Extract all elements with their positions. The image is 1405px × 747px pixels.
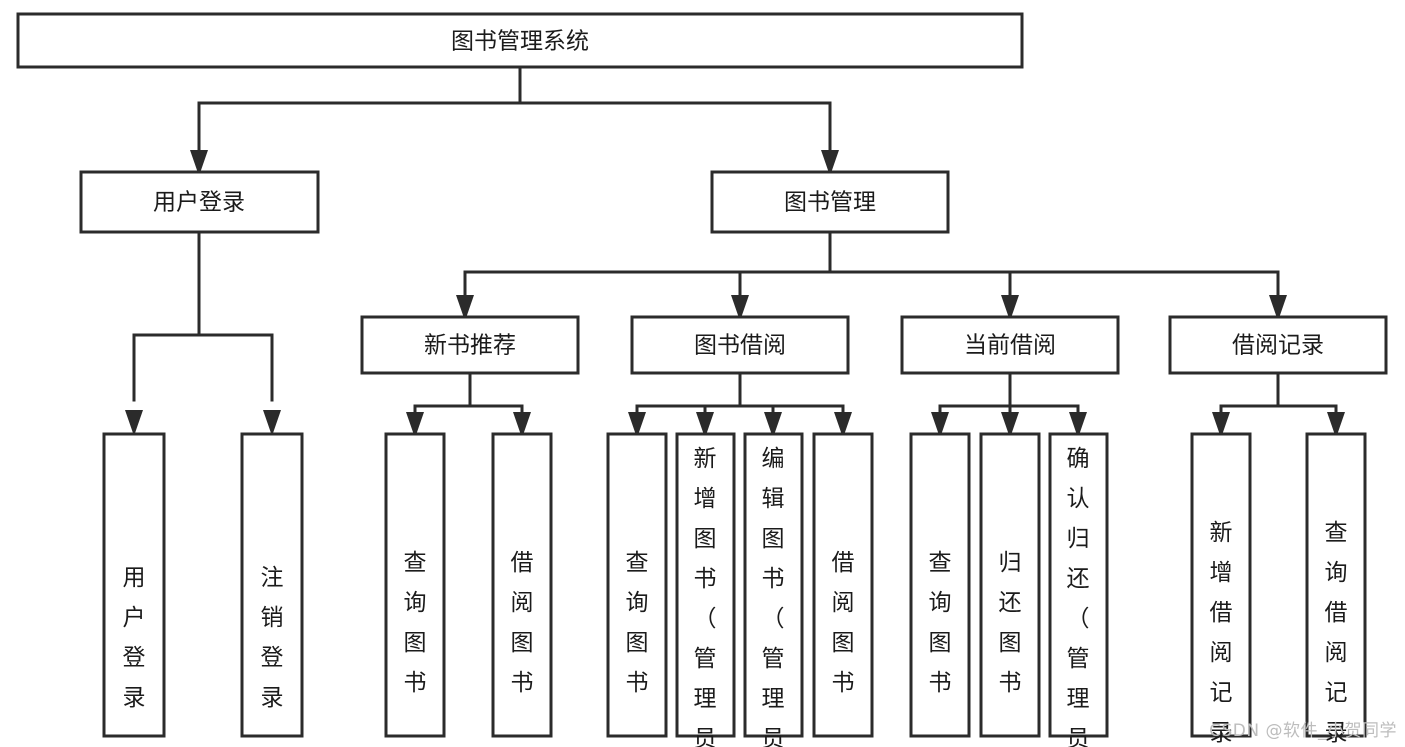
- node-root[interactable]: 图书管理系统: [16, 12, 1024, 69]
- leaf-borrow-book-2[interactable]: 借阅图书: [812, 432, 874, 738]
- leaf-query-book-2-box[interactable]: [606, 432, 668, 738]
- leaf-borrow-book-1[interactable]: 借阅图书: [491, 432, 553, 738]
- leaf-user-login-label: 用户登录: [123, 565, 146, 711]
- node-book-borrow-label: 图书借阅: [694, 333, 786, 359]
- node-book-management-label: 图书管理: [784, 190, 876, 216]
- node-borrow-record-box[interactable]: [1168, 315, 1388, 375]
- node-user-login-label: 用户登录: [153, 190, 245, 216]
- node-book-borrow-box[interactable]: [630, 315, 850, 375]
- leaf-query-borrow-record-label: 查询借阅记录: [1325, 520, 1348, 746]
- connector-layer: [125, 65, 1345, 438]
- leaf-return-book-label: 归还图书: [999, 550, 1022, 696]
- leaf-return-book-box[interactable]: [979, 432, 1041, 738]
- node-new-book-recommend-box[interactable]: [360, 315, 580, 375]
- arrow-user-login-leaf-2: [263, 410, 281, 436]
- leaf-borrow-book-2-label: 借阅图书: [832, 550, 855, 696]
- leaf-add-borrow-record[interactable]: 新增借阅记录: [1190, 432, 1252, 746]
- leaf-user-login[interactable]: 用户登录: [102, 432, 166, 738]
- node-new-book-recommend[interactable]: 新书推荐: [360, 315, 580, 375]
- leaf-query-book-2-label: 查询图书: [626, 550, 649, 696]
- leaf-logout-label: 注销登录: [261, 565, 284, 711]
- leaf-return-book[interactable]: 归还图书: [979, 432, 1041, 738]
- node-book-management-box[interactable]: [710, 170, 950, 234]
- node-user-login[interactable]: 用户登录: [79, 170, 320, 234]
- node-root-label: 图书管理系统: [451, 29, 589, 55]
- node-book-management[interactable]: 图书管理: [710, 170, 950, 234]
- leaf-edit-book-admin[interactable]: 编辑图书（管理员）: [743, 432, 804, 747]
- leaf-logout-box[interactable]: [240, 432, 304, 738]
- node-book-borrow[interactable]: 图书借阅: [630, 315, 850, 375]
- node-current-borrow-box[interactable]: [900, 315, 1120, 375]
- node-user-login-box[interactable]: [79, 170, 320, 234]
- leaf-confirm-return-admin-box[interactable]: [1048, 432, 1109, 738]
- leaf-edit-book-admin-label: 编辑图书（管理员）: [762, 446, 785, 747]
- leaf-query-book-3[interactable]: 查询图书: [909, 432, 971, 738]
- leaf-query-book-2[interactable]: 查询图书: [606, 432, 668, 738]
- leaf-add-book-admin-box[interactable]: [675, 432, 736, 738]
- leaf-add-book-admin[interactable]: 新增图书（管理员）: [675, 432, 736, 747]
- arrow-user-login-leaf-1: [125, 410, 143, 436]
- leaf-borrow-book-2-box[interactable]: [812, 432, 874, 738]
- leaf-query-borrow-record-box[interactable]: [1305, 432, 1367, 738]
- leaf-query-book-3-label: 查询图书: [929, 550, 952, 696]
- node-new-book-recommend-label: 新书推荐: [424, 333, 516, 359]
- leaf-add-borrow-record-label: 新增借阅记录: [1210, 520, 1233, 746]
- leaf-logout[interactable]: 注销登录: [240, 432, 304, 738]
- leaf-add-borrow-record-box[interactable]: [1190, 432, 1252, 738]
- leaf-borrow-book-1-box[interactable]: [491, 432, 553, 738]
- node-borrow-record-label: 借阅记录: [1232, 333, 1324, 359]
- node-borrow-record[interactable]: 借阅记录: [1168, 315, 1388, 375]
- leaf-query-book-3-box[interactable]: [909, 432, 971, 738]
- leaf-query-book-1[interactable]: 查询图书: [384, 432, 446, 738]
- node-current-borrow[interactable]: 当前借阅: [900, 315, 1120, 375]
- leaf-query-book-1-box[interactable]: [384, 432, 446, 738]
- leaf-edit-book-admin-box[interactable]: [743, 432, 804, 738]
- leaf-add-book-admin-label: 新增图书（管理员）: [694, 446, 717, 747]
- leaf-borrow-book-1-label: 借阅图书: [511, 550, 534, 696]
- leaf-confirm-return-admin-label: 确认归还（管理员）: [1067, 446, 1090, 747]
- node-root-box[interactable]: [16, 12, 1024, 69]
- leaf-query-borrow-record[interactable]: 查询借阅记录: [1305, 432, 1367, 746]
- node-current-borrow-label: 当前借阅: [964, 333, 1056, 359]
- leaf-query-book-1-label: 查询图书: [404, 550, 427, 696]
- leaf-user-login-box[interactable]: [102, 432, 166, 738]
- leaf-confirm-return-admin[interactable]: 确认归还（管理员）: [1048, 432, 1109, 747]
